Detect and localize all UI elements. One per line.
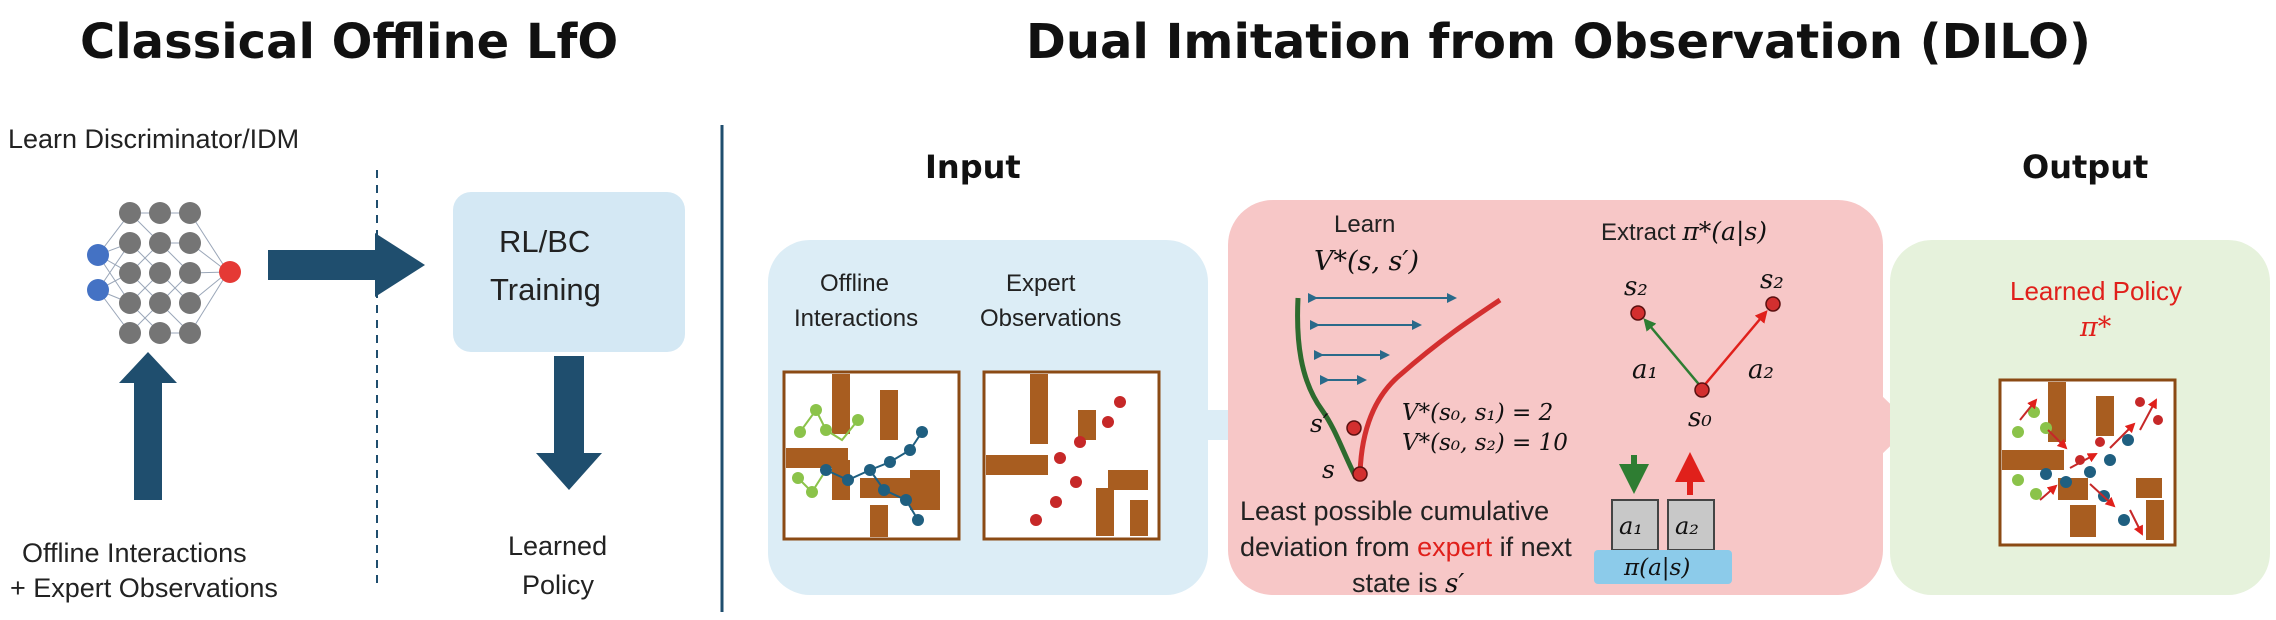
action-tree [1630,296,1781,398]
policy-dist-label: π(a|s) [1623,555,1690,581]
offline-label-line2: Interactions [794,305,918,332]
output-label-line2: Policy [522,570,595,600]
deviation-line1: Least possible cumulative [1240,496,1549,526]
offline-label-line1: Offline [820,270,889,297]
training-box [453,192,685,352]
s-label: s [1322,455,1335,484]
output-heading: Output [2022,148,2148,186]
left-title: Classical Offline LfO [80,14,618,70]
pi-star-label: π* [2079,312,2112,343]
input-heading: Input [925,148,1021,186]
policy-a2-label: a₂ [1675,512,1699,540]
value-eq-1: V*(s₀, s₁) = 2 [1402,400,1553,426]
value-function-label: V*(s, s′) [1314,246,1419,277]
trajectory-curves [1295,293,1502,482]
offline-label: Offline Interactions [794,270,918,332]
expert-label: Expert Observations [980,270,1121,332]
a2-label: a₂ [1748,355,1774,385]
deviation-pre: deviation from [1240,532,1417,562]
s2-left-label: s₂ [1624,272,1648,302]
input-label: Offline Interactions + Expert Observatio… [10,538,278,603]
input-label-line1: Offline Interactions [22,538,247,568]
deviation-line3-pre: state is [1352,568,1445,598]
training-label-line2: Training [490,272,601,307]
deviation-line3: state is s′ [1352,568,1464,599]
policy-a1-label: a₁ [1619,512,1643,540]
learn-discriminator-label: Learn Discriminator/IDM [8,124,299,154]
s0-label: s₀ [1688,403,1712,433]
learn-label: Learn [1334,211,1395,238]
output-label-line1: Learned [508,531,607,561]
arrow-up-icon [119,352,177,500]
a1-label: a₁ [1632,355,1658,385]
s-prime-label: s′ [1310,409,1329,438]
deviation-post: if next [1500,532,1573,562]
learned-policy-label: Learned Policy [2010,276,2182,306]
input-label-line2: + Expert Observations [10,573,278,603]
training-label: RL/BC Training [490,224,601,307]
s2-right-label: s₂ [1760,265,1784,295]
right-title: Dual Imitation from Observation (DILO) [1026,14,2091,70]
policy-distribution [1594,452,1732,584]
expert-maze [982,370,1161,541]
neural-network-icon [87,202,241,344]
arrow-down-icon [536,356,602,490]
expert-label-line1: Expert [1006,270,1076,297]
extract-label: Extract π*(a|s) [1601,217,1767,247]
extract-math: π*(a|s) [1681,217,1767,247]
deviation-line2: deviation from expert if next [1240,532,1572,562]
learned-policy-maze [1998,378,2177,547]
value-eq-2: V*(s₀, s₂) = 10 [1402,430,1568,456]
arrow-right-icon [268,233,425,297]
extract-prefix: Extract [1601,219,1682,246]
output-label: Learned Policy [508,531,615,600]
offline-maze [782,370,961,541]
deviation-expert: expert [1417,532,1493,562]
expert-label-line2: Observations [980,305,1121,332]
training-label-line1: RL/BC [499,224,590,259]
deviation-line3-math: s′ [1445,569,1464,599]
